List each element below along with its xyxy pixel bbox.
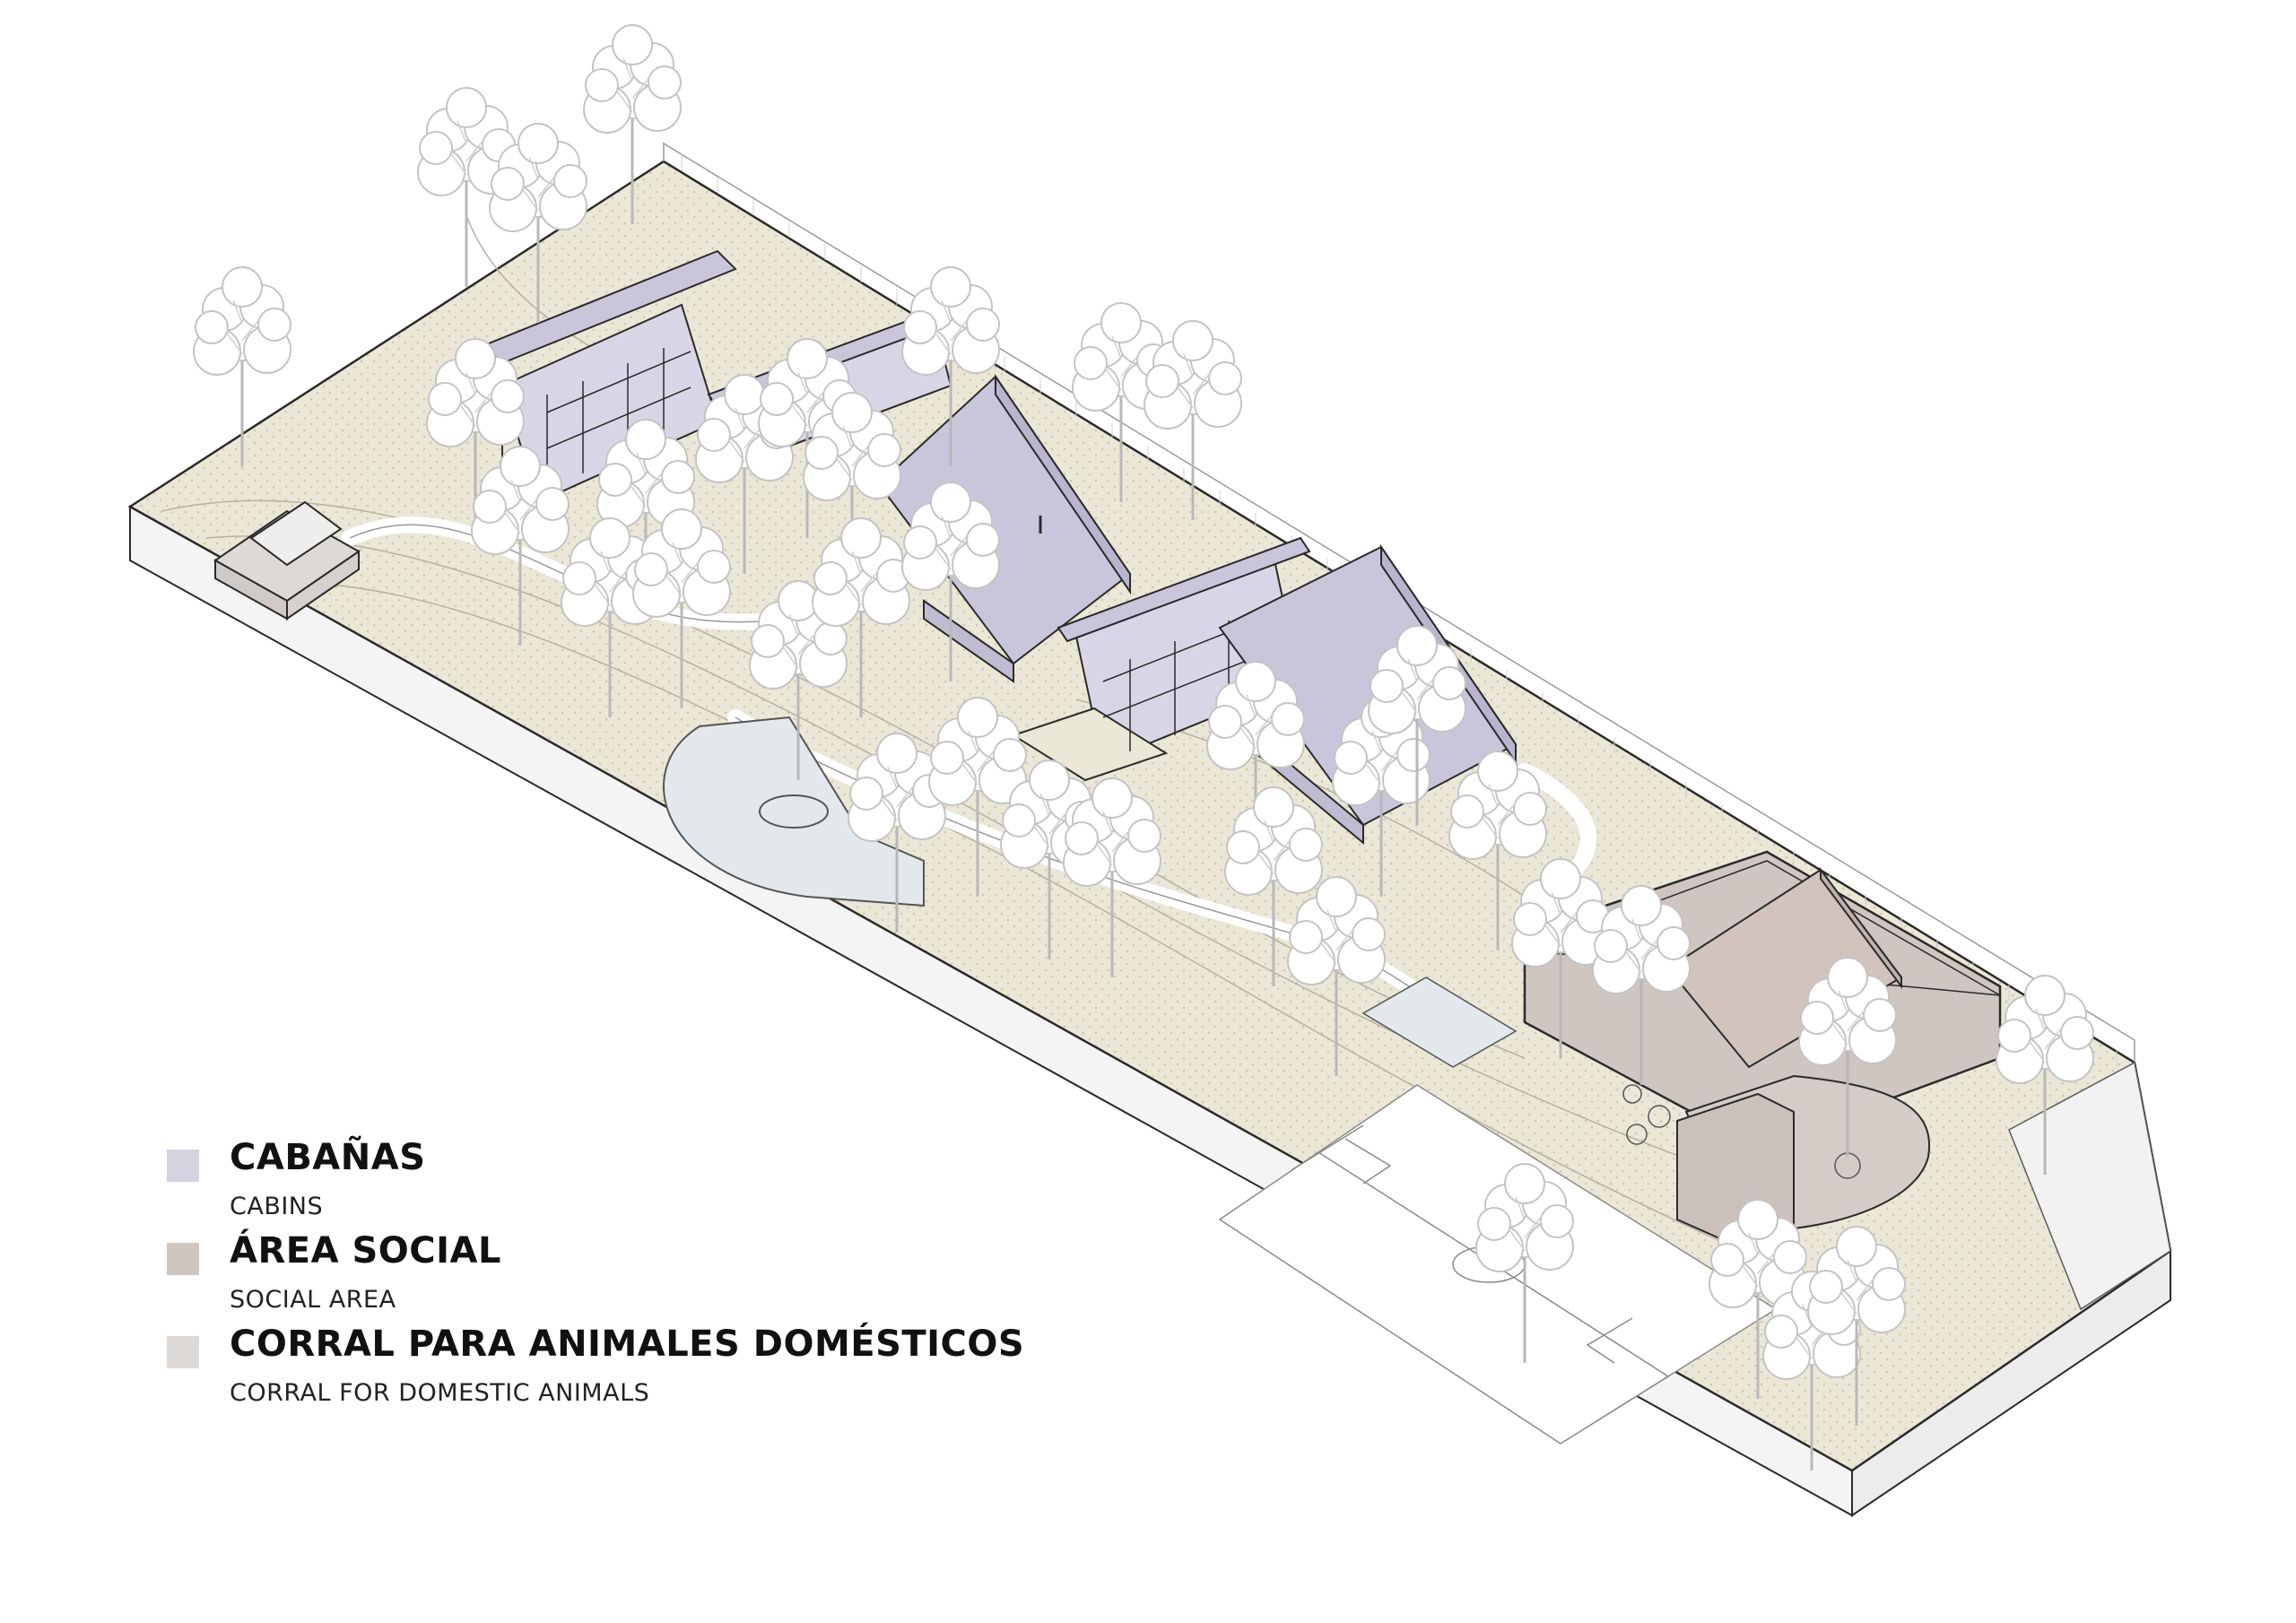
legend-subtitle-cabins: CABINS <box>230 1193 324 1220</box>
social-area-building <box>1523 850 2002 1257</box>
social-area-swatch <box>167 1243 199 1275</box>
legend-subtitle-corral: CORRAL FOR DOMESTIC ANIMALS <box>230 1379 650 1407</box>
cabin-4 <box>1011 536 1311 782</box>
corral-swatch <box>167 1336 199 1368</box>
cabin-3 <box>877 373 1132 683</box>
legend-title-social-area: ÁREA SOCIAL <box>230 1230 501 1271</box>
legend-title-corral: CORRAL PARA ANIMALES DOMÉSTICOS <box>230 1324 1025 1365</box>
cabins-swatch <box>167 1150 199 1182</box>
legend-title-cabins: CABAÑAS <box>230 1137 426 1178</box>
plaza <box>663 716 925 907</box>
corral <box>213 500 361 621</box>
pool <box>1361 976 1518 1068</box>
legend-subtitle-social-area: SOCIAL AREA <box>230 1286 396 1314</box>
